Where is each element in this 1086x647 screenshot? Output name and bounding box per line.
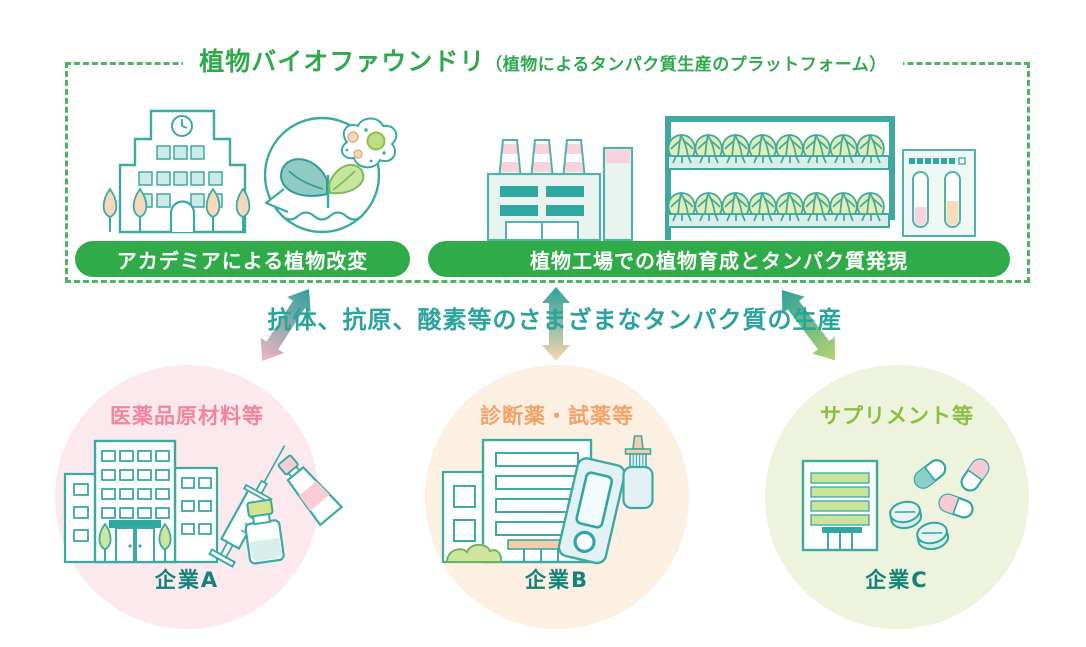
production-label: 抗体、抗原、酸素等のさまざまなタンパク質の生産 <box>267 306 843 334</box>
diagnostic-test-icon <box>557 457 626 565</box>
diagnostics-illustration <box>441 435 654 565</box>
pharma-illustration <box>63 439 344 568</box>
step-bar-factory: 植物工場での植物育成とタンパク質発現 <box>428 241 1010 277</box>
step-bar-academia: アカデミアによる植物改変 <box>75 241 410 277</box>
capsule-icon <box>913 459 947 489</box>
plant-cell-bubble-icon <box>263 116 398 234</box>
category-label-supplement: サプリメント等 <box>820 404 974 428</box>
pills-icon <box>889 458 990 551</box>
company-label-a: 企業A <box>154 568 220 592</box>
category-label-pharma: 医薬品原材料等 <box>110 404 264 428</box>
plant-factory-shelf-icon <box>665 116 976 240</box>
capsule-icon <box>938 493 974 519</box>
company-label-b: 企業B <box>524 568 589 592</box>
supplement-illustration <box>801 458 990 552</box>
category-label-diagnostics: 診断薬・試薬等 <box>480 404 634 428</box>
factory-icon <box>486 139 634 242</box>
analysis-machine-icon <box>902 149 976 237</box>
title-subtitle: （植物によるタンパク質生産のプラットフォーム） <box>485 55 887 75</box>
tablet-icon <box>916 521 950 551</box>
bush-icon <box>445 543 503 563</box>
ointment-tube-icon <box>277 454 344 527</box>
company-label-c: 企業C <box>865 568 929 592</box>
academia-building-icon <box>102 109 398 234</box>
diagram-title: 植物バイオファウンドリ（植物によるタンパク質生産のプラットフォーム） <box>0 42 1086 78</box>
title-main: 植物バイオファウンドリ <box>199 47 486 76</box>
vial-icon <box>244 498 285 565</box>
tablet-icon <box>889 500 923 530</box>
hospital-icon <box>63 439 219 564</box>
supplement-building-icon <box>801 459 879 552</box>
capsule-icon <box>960 458 990 492</box>
nasal-spray-icon <box>622 435 654 510</box>
